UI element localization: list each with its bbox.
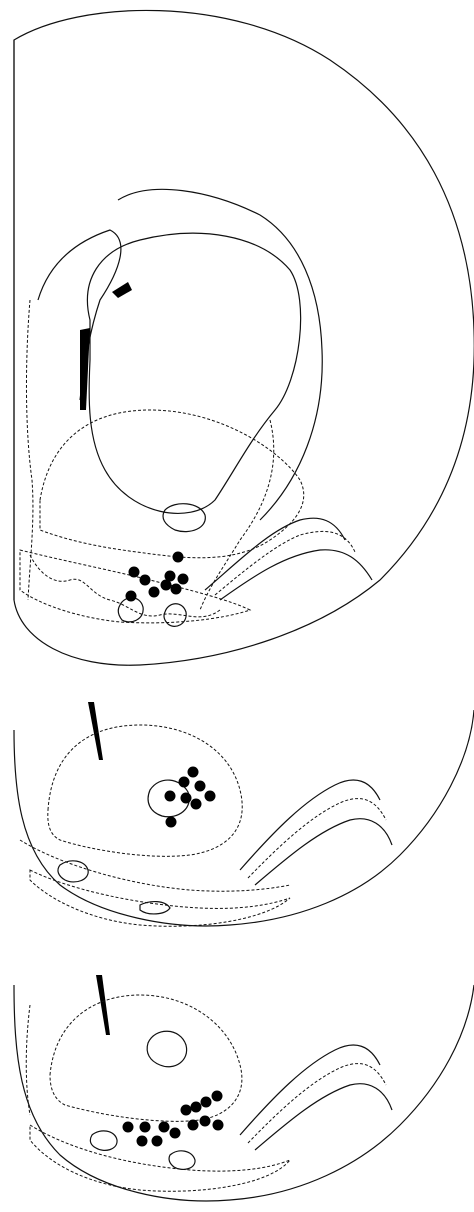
marker xyxy=(166,817,177,828)
section-1-cortex-layer xyxy=(118,189,322,520)
section-2-lateral-sulci xyxy=(240,780,392,885)
section-1-ventral-cells xyxy=(30,555,220,617)
marker xyxy=(200,1116,211,1127)
section-3-olfactory-tubercle xyxy=(30,1125,290,1191)
section-1-lateral-ventricle xyxy=(112,282,132,298)
section-1-marker-group xyxy=(126,552,189,602)
section-1-dashed-boundary-left xyxy=(26,300,32,600)
marker xyxy=(126,591,137,602)
section-2-olfactory-tubercle xyxy=(30,870,290,926)
section-1-fiber-tract xyxy=(80,328,90,410)
brain-section-2 xyxy=(0,690,474,950)
marker xyxy=(181,793,192,804)
marker xyxy=(152,1136,163,1147)
section-3-island-3 xyxy=(169,1151,195,1170)
marker xyxy=(129,567,140,578)
marker xyxy=(188,1120,199,1131)
marker xyxy=(195,781,206,792)
marker xyxy=(178,574,189,585)
section-1-island-1 xyxy=(163,504,205,532)
section-3-outer-contour xyxy=(14,985,474,1201)
section-2-outer-contour xyxy=(14,710,474,926)
marker xyxy=(159,1122,170,1133)
section-1-olfactory-tubercle xyxy=(20,550,250,623)
marker xyxy=(179,777,190,788)
section-3-island-2 xyxy=(90,1131,117,1151)
brain-section-1 xyxy=(0,0,474,680)
section-1-ventral-region xyxy=(40,410,304,558)
marker xyxy=(188,767,199,778)
section-3-island-1 xyxy=(147,1031,186,1067)
section-2-marker-group xyxy=(165,767,216,828)
marker xyxy=(191,799,202,810)
section-2-ventral-layer xyxy=(20,840,290,891)
marker xyxy=(212,1091,223,1102)
marker xyxy=(140,1122,151,1133)
marker xyxy=(140,575,151,586)
marker xyxy=(149,587,160,598)
marker xyxy=(191,1102,202,1113)
brain-section-3 xyxy=(0,965,474,1210)
marker xyxy=(173,552,184,563)
section-2-striatum-region xyxy=(48,725,242,856)
section-1-island-3 xyxy=(164,604,186,627)
marker xyxy=(181,1105,192,1116)
section-1-striatum-outline xyxy=(87,233,300,513)
marker xyxy=(171,584,182,595)
marker xyxy=(213,1120,224,1131)
marker xyxy=(201,1097,212,1108)
section-3-striatum-region xyxy=(50,995,242,1121)
marker xyxy=(170,1128,181,1139)
section-3-lateral-sulci xyxy=(240,1045,392,1150)
section-3-fiber-tract xyxy=(96,975,110,1035)
marker xyxy=(165,791,176,802)
marker xyxy=(161,580,172,591)
marker xyxy=(205,791,216,802)
section-1-lateral-sulci xyxy=(205,518,372,600)
marker xyxy=(137,1136,148,1147)
section-1-dashed-boundary-right xyxy=(200,420,274,610)
marker xyxy=(123,1122,134,1133)
section-2-island-3 xyxy=(140,902,170,914)
section-2-island-2 xyxy=(58,861,88,882)
